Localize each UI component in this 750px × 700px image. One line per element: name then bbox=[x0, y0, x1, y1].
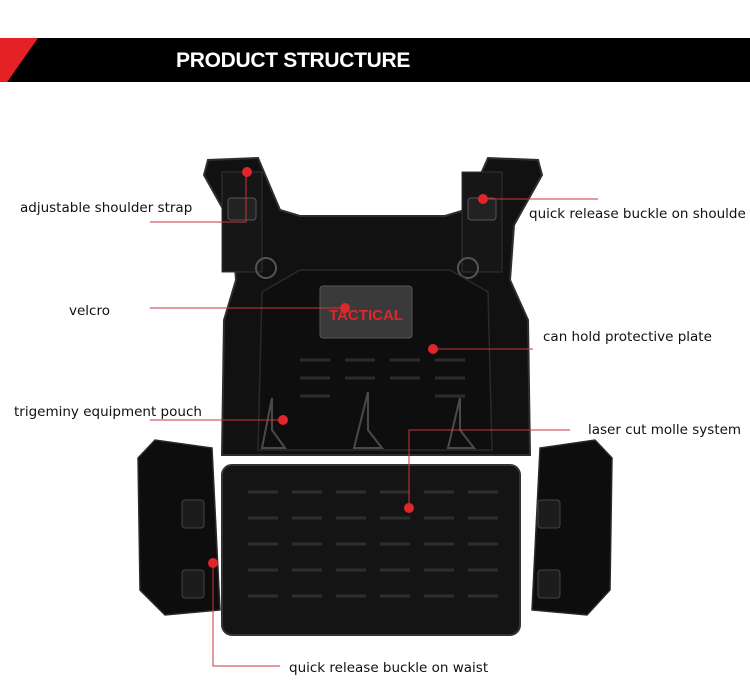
left-side-buckle-lower bbox=[181, 569, 205, 599]
left-cummerbund bbox=[137, 439, 221, 616]
header-banner: PRODUCT STRUCTURE bbox=[0, 38, 750, 82]
marker-plate bbox=[428, 344, 438, 354]
marker-shoulder-strap bbox=[242, 167, 252, 177]
right-shoulder-strap bbox=[461, 171, 503, 273]
right-shoulder-ring bbox=[457, 257, 479, 279]
callout-markers bbox=[208, 167, 488, 568]
page-title: PRODUCT STRUCTURE bbox=[176, 49, 411, 72]
pouch-hook-left bbox=[260, 397, 287, 449]
marker-shoulder-buckle bbox=[478, 194, 488, 204]
marker-waist bbox=[208, 558, 218, 568]
patch-text: TACTICAL bbox=[329, 307, 403, 324]
callout-waist-buckle: quick release buckle on waist bbox=[289, 660, 489, 676]
leader-molle bbox=[408, 429, 570, 508]
marker-pouch bbox=[278, 415, 288, 425]
velcro-patch bbox=[319, 285, 413, 339]
callout-shoulder-strap: adjustable shoulder strap bbox=[20, 200, 193, 216]
left-side-buckle-upper bbox=[181, 499, 205, 529]
front-molle-slots bbox=[248, 490, 498, 598]
pouch-hook-center bbox=[352, 391, 385, 449]
marker-velcro bbox=[340, 303, 350, 313]
callout-velcro: velcro bbox=[69, 303, 110, 319]
callout-shoulder-buckle: quick release buckle on shoulde bbox=[529, 206, 746, 222]
right-side-buckle-upper bbox=[537, 499, 561, 529]
left-shoulder-ring bbox=[255, 257, 277, 279]
front-molle-panel bbox=[221, 464, 521, 636]
upper-molle-slots bbox=[300, 358, 465, 398]
leader-waist bbox=[212, 563, 280, 667]
callout-lines bbox=[150, 172, 598, 667]
callout-molle: laser cut molle system bbox=[588, 422, 742, 438]
marker-molle bbox=[404, 503, 414, 513]
callout-plate: can hold protective plate bbox=[543, 329, 712, 345]
pouch-hook-right bbox=[446, 397, 477, 449]
leader-shoulder-strap bbox=[150, 172, 247, 223]
right-side-buckle-lower bbox=[537, 569, 561, 599]
left-shoulder-buckle bbox=[227, 197, 257, 221]
callout-pouch: trigeminy equipment pouch bbox=[14, 404, 202, 420]
